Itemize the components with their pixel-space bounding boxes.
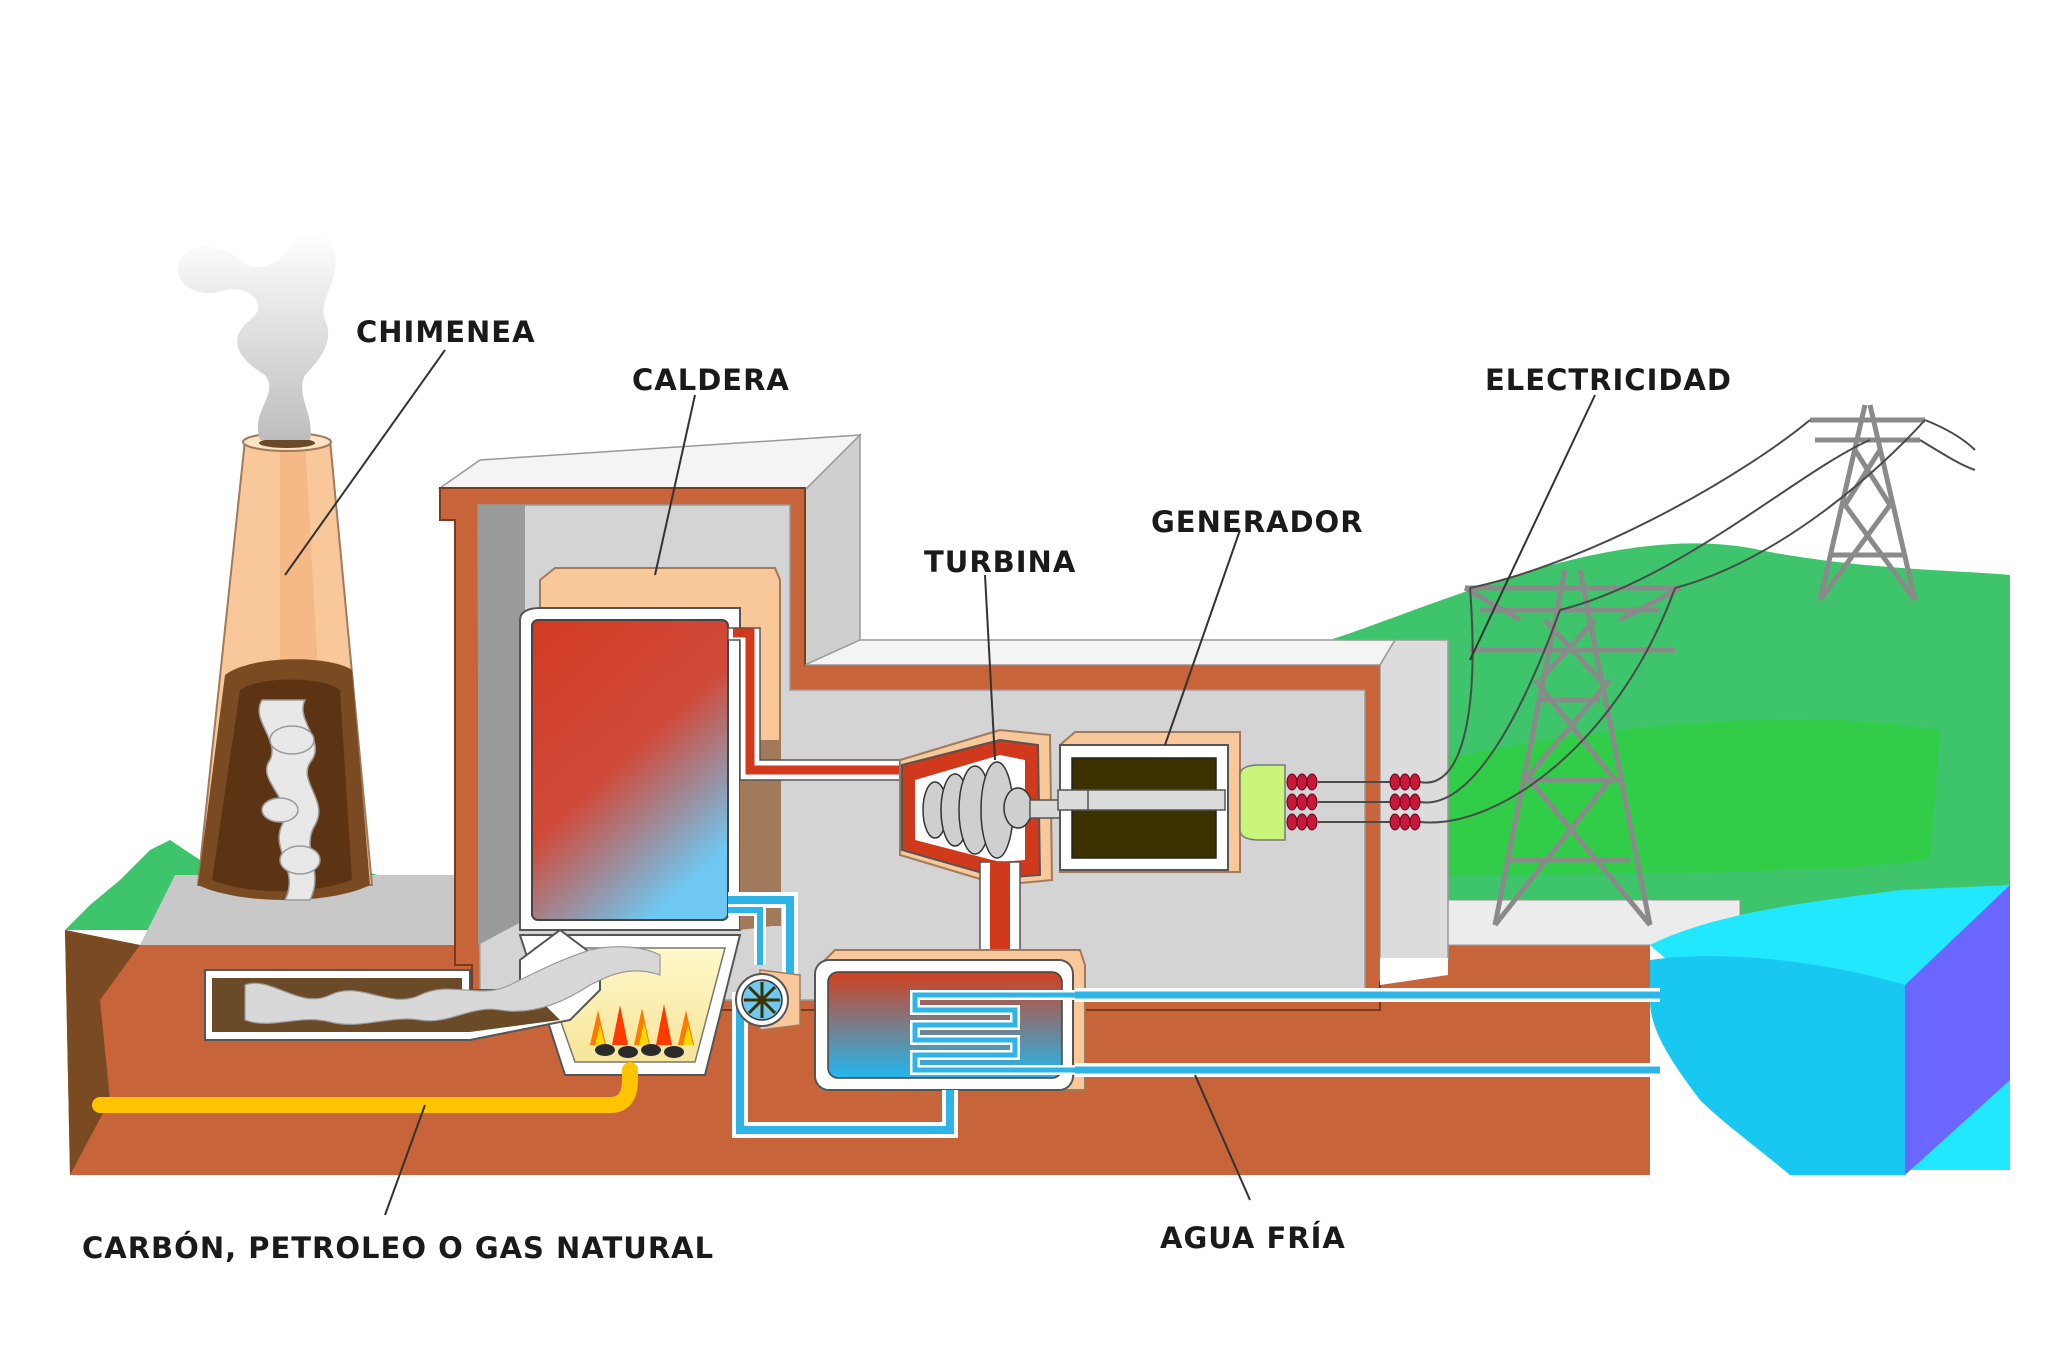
label-agua-fria: AGUA FRÍA xyxy=(1160,1221,1346,1255)
cooling-water-pipes xyxy=(1075,988,1660,1077)
exhaust-pipe xyxy=(979,861,1021,957)
fuel-pipe xyxy=(92,1062,638,1113)
furnace xyxy=(204,928,742,1076)
label-electricidad: ELECTRICIDAD xyxy=(1485,363,1732,397)
pump-icon xyxy=(735,969,801,1031)
generator xyxy=(1029,731,1286,873)
flame-icon xyxy=(590,1004,694,1045)
condenser xyxy=(814,949,1086,1091)
boiler xyxy=(519,567,781,931)
power-lines xyxy=(1419,419,1976,824)
turbine xyxy=(899,728,1054,887)
label-combustible: CARBÓN, PETROLEO O GAS NATURAL xyxy=(82,1231,714,1265)
label-caldera: CALDERA xyxy=(632,363,790,397)
leader-lines xyxy=(284,349,1596,1216)
labels: CHIMENEA CALDERA TURBINA GENERADOR ELECT… xyxy=(82,315,1732,1265)
boiler-chamber xyxy=(531,619,729,921)
label-turbina: TURBINA xyxy=(924,545,1076,579)
insulator-icon xyxy=(1286,773,1421,831)
label-chimenea: CHIMENEA xyxy=(356,315,536,349)
busbars xyxy=(1318,781,1390,823)
smoke-icon xyxy=(258,699,321,901)
smoke-plume-icon xyxy=(178,232,336,440)
chimney xyxy=(196,432,374,900)
cold-water-reservoir xyxy=(1650,885,2010,1175)
pylon-icon xyxy=(1463,404,1925,927)
label-generador: GENERADOR xyxy=(1151,505,1364,539)
